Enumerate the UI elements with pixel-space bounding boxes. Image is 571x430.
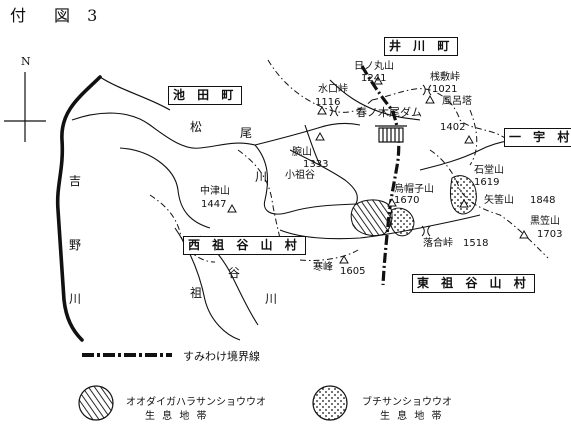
river-matsuo-char-2: 尾 [240,126,253,140]
pass-markers [329,84,432,237]
peak-hinomaru-name: 日ノ丸山 [354,61,394,72]
peak-ishido-name: 石堂山 [474,165,504,176]
legend-boundary-label: すみわけ境界線 [183,350,260,363]
compass [4,72,46,142]
dam-label: 春ノ木尾ダム [356,106,422,119]
legend-hatched-line2: 生 息 地 帯 [145,411,209,422]
koiya-label: 小祖谷 [285,170,315,181]
peak-wan-elev: 1333 [303,159,329,170]
dotted-habitat-area-1 [389,207,415,237]
sumiwake-boundary [360,65,401,286]
region-higashiiya: 東 祖 谷 山 村 [412,274,535,293]
peak-kanbo-elev: 1605 [340,266,366,277]
iya-main [279,214,481,240]
peak-hinomaru-elev: 1241 [361,73,387,84]
peak-ochiai-elev: 1518 [463,238,489,249]
region-ichiu: 一 宇 村 [504,128,571,147]
peak-kanbo-name: 寒峰 [313,262,333,273]
legend-hatched-line1: オオダイガハラサンショウウオ [126,397,266,408]
river-iya-char-2: 谷 [228,266,241,280]
river-yoshino-char-2: 野 [69,238,82,252]
peak-mizukuchi-elev: 1116 [315,97,341,108]
peak-yahazu-name: 矢筈山 [484,195,514,206]
peak-kurokasa-name: 黒笠山 [530,216,560,227]
legend-dotted-swatch [312,385,348,421]
river-matsuo-char-1: 松 [190,120,203,134]
region-nishiiya: 西 祖 谷 山 村 [183,236,306,255]
peak-sajiki-name: 桟敷峠 [430,72,460,83]
peak-kurokasa-elev: 1703 [537,229,563,240]
region-ikeda: 池 田 町 [168,86,243,105]
matsuo-river [71,112,357,215]
stream-4 [304,124,321,166]
legend-dotted-line1: ブチサンショウウオ [362,397,452,408]
yoshino-river [55,75,102,342]
stream-2 [254,123,361,146]
legend-dotted-line2: 生 息 地 帯 [380,411,444,422]
river-matsuo-char-3: 川 [255,170,268,184]
stream-north [329,79,421,121]
peak-ishido-elev: 1619 [474,177,500,188]
peak-chugoku-name: 中津山 [200,186,230,197]
hatched-habitat-area [350,199,393,237]
region-ikawa: 井 川 町 [384,37,459,56]
peak-eboshi-name: 烏帽子山 [394,184,434,195]
legend-hatched-swatch [78,385,114,421]
peak-eboshi-elev: 1670 [394,195,420,206]
peak-wan-name: 腕山 [292,147,312,158]
river-iya-char-1: 祖 [190,286,203,300]
dotted-habitat-area-2 [449,175,477,215]
stream-3 [289,149,358,205]
peak-sajiki-elev: 1021 [432,84,458,95]
peak-fuyu-name: 風呂塔 [442,96,472,107]
river-yoshino-char-3: 川 [69,292,82,306]
figure-title: 付 図 3 [10,6,104,25]
peak-yahazu-elev: 1848 [530,195,556,206]
north-label: N [21,55,31,68]
river-yoshino-char-1: 吉 [69,174,82,188]
river-iya-char-3: 川 [265,292,278,306]
peak-ochiai-name: 落合峠 [423,238,453,249]
peak-chugoku-elev: 1447 [201,199,227,210]
peak-fuyu-elev: 1402 [440,122,466,133]
stream-1 [119,147,211,229]
peak-mizukuchi-name: 水口峠 [318,84,348,95]
yoshino-river-bank [99,76,171,111]
peak-markers [227,75,529,264]
dam-symbol [375,125,407,143]
